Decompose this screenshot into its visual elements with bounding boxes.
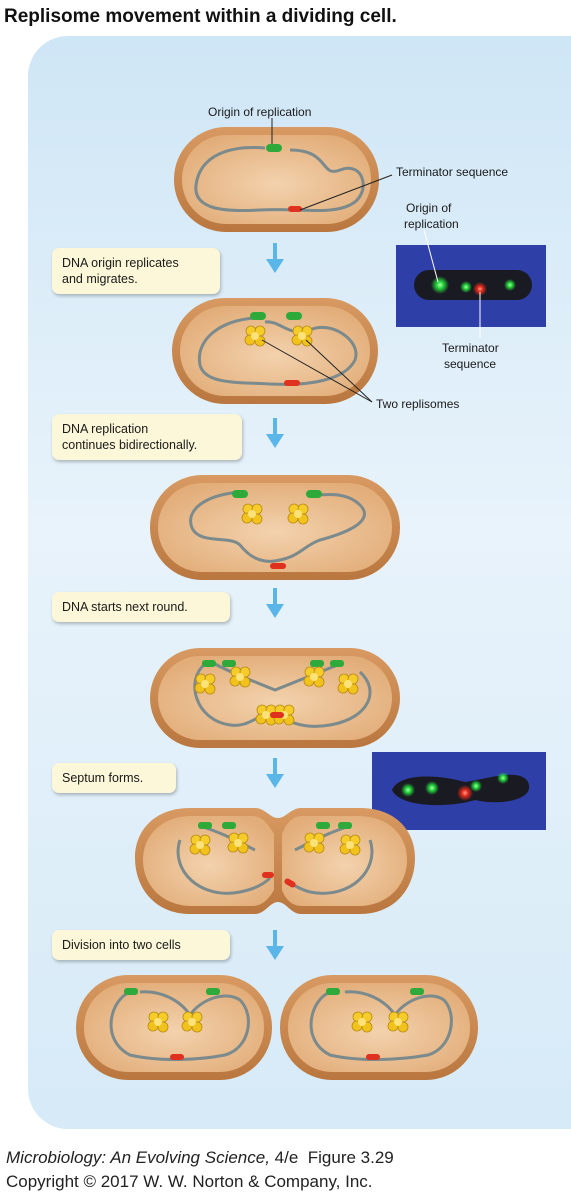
replisome-icon — [337, 673, 359, 695]
micro-origin-line2: replication — [404, 217, 459, 231]
micro-origin-line1: Origin of — [406, 201, 452, 215]
step-text-5: Division into two cells — [62, 938, 181, 952]
book-title: Microbiology: An Evolving Science, — [6, 1148, 270, 1167]
step-text-1: DNA origin replicates and migrates. — [62, 256, 179, 286]
figure-number: 4/e Figure 3.29 — [269, 1148, 394, 1167]
arrow-down-icon — [266, 930, 284, 960]
step-box-4: Septum forms. — [52, 763, 176, 793]
cell-6-right — [280, 975, 478, 1080]
step-text-4: Septum forms. — [62, 771, 144, 785]
replisome-icon — [287, 503, 309, 525]
step-text-3: DNA starts next round. — [62, 600, 188, 614]
origin-marker — [266, 144, 282, 152]
arrow-down-icon — [266, 418, 284, 448]
figure-title: Replisome movement within a dividing cel… — [4, 6, 397, 27]
replisome-icon — [303, 666, 325, 688]
terminator-label: Terminator sequence — [396, 165, 508, 179]
micrograph-terminator-label: Terminator sequence — [442, 341, 502, 371]
replisomes-label: Two replisomes — [376, 397, 459, 411]
terminator-marker — [288, 206, 302, 212]
step-box-1: DNA origin replicates and migrates. — [52, 248, 220, 294]
arrow-down-icon — [266, 758, 284, 788]
cell-4 — [150, 648, 400, 748]
replisome-icon — [387, 1011, 409, 1033]
replisome-icon — [244, 325, 266, 347]
cell-1: Origin of replication Terminator sequenc… — [174, 105, 508, 232]
micro-term-line2: sequence — [444, 357, 496, 371]
replisome-diagram: Origin of replication Terminator sequenc… — [76, 105, 546, 1080]
arrow-down-icon — [266, 243, 284, 273]
replisome-icon — [351, 1011, 373, 1033]
micro-term-line1: Terminator — [442, 341, 499, 355]
step-text-2: DNA replication continues bidirectionall… — [62, 422, 198, 452]
micrograph-2 — [372, 752, 546, 830]
cell-3 — [150, 475, 400, 580]
replisome-icon — [241, 503, 263, 525]
step-box-2: DNA replication continues bidirectionall… — [52, 414, 242, 460]
arrow-down-icon — [266, 588, 284, 618]
micrograph-origin-label: Origin of replication — [404, 201, 459, 231]
cell-6-left — [76, 975, 272, 1080]
replisome-icon — [229, 666, 251, 688]
step-box-5: Division into two cells — [52, 930, 230, 960]
copyright: Copyright © 2017 W. W. Norton & Company,… — [6, 1172, 373, 1191]
replisome-icon — [189, 834, 211, 856]
micrograph-1: Origin of replication Terminator sequenc… — [396, 201, 546, 371]
cell-2: Two replisomes — [172, 298, 459, 411]
step-box-3: DNA starts next round. — [52, 592, 230, 622]
replisome-icon — [339, 834, 361, 856]
replisome-icon — [303, 832, 325, 854]
cell-5 — [135, 808, 415, 914]
origin-label: Origin of replication — [208, 105, 311, 119]
replisome-icon — [147, 1011, 169, 1033]
figure-source: Microbiology: An Evolving Science, 4/e F… — [6, 1148, 394, 1168]
replisome-icon — [227, 832, 249, 854]
replisome-icon — [194, 673, 216, 695]
replisome-icon — [181, 1011, 203, 1033]
